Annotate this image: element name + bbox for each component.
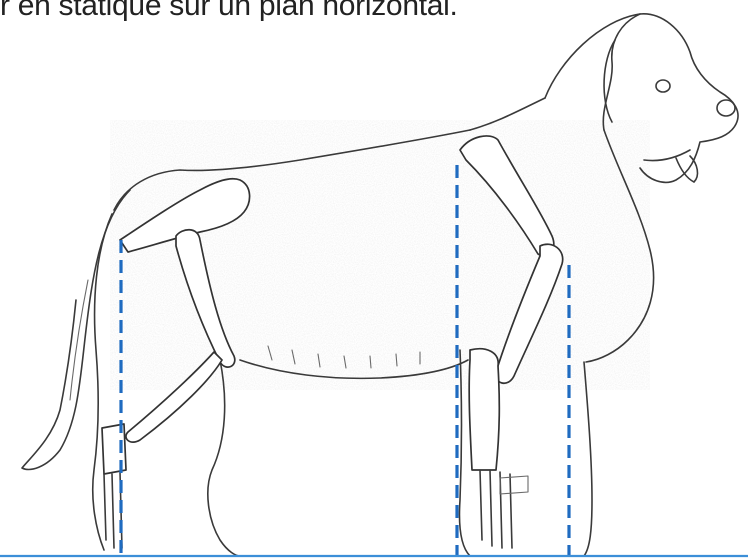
dog-skeleton-illustration: [0, 0, 748, 558]
